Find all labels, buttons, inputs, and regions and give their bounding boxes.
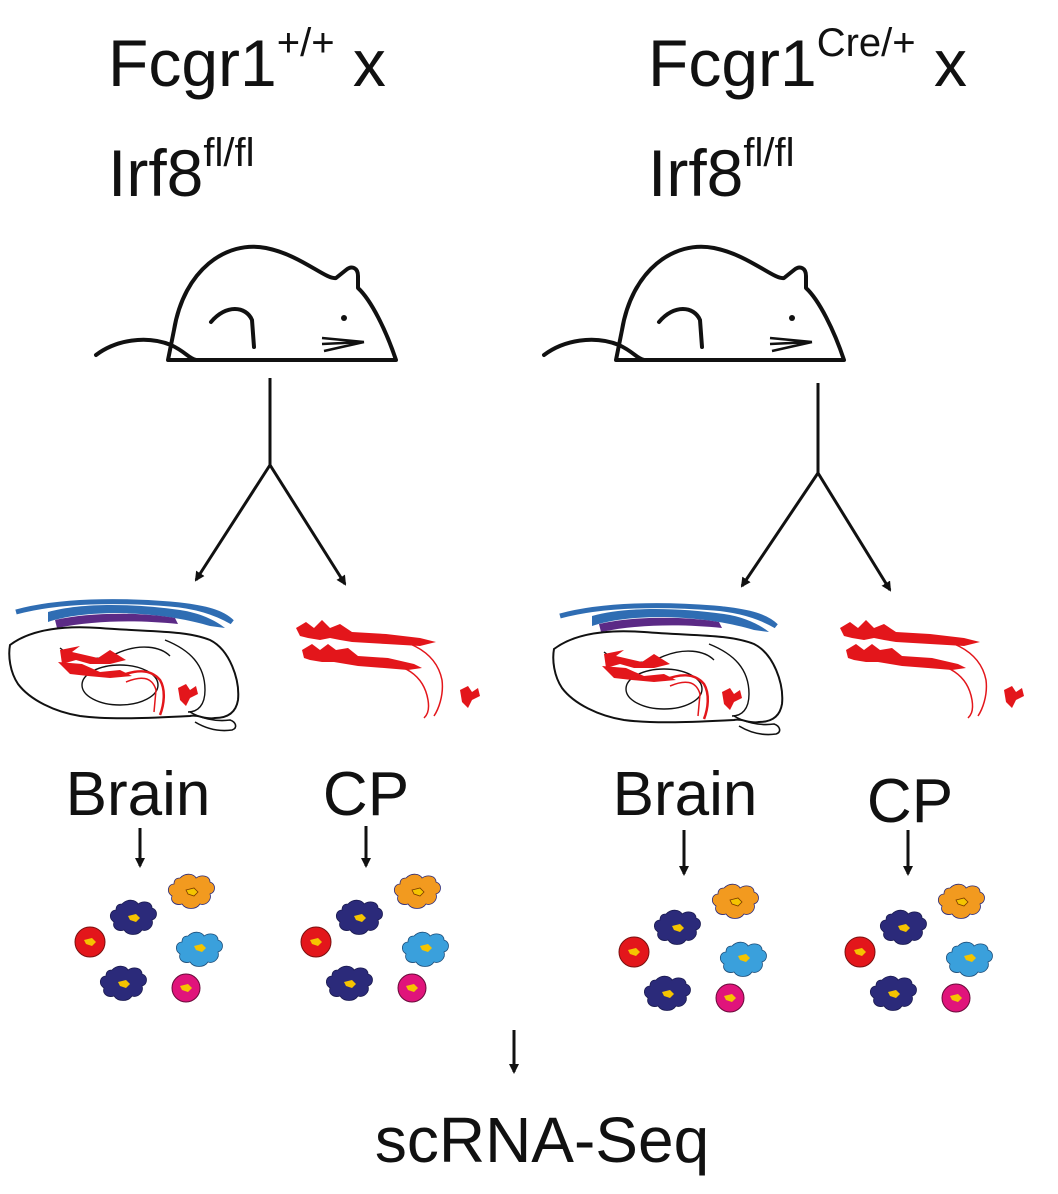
right-genotype-line1: Fcgr1Cre/+ x — [648, 21, 967, 100]
brain-section-icon — [553, 606, 782, 735]
right-genotype-line2: Irf8fl/fl — [648, 131, 794, 210]
brain-section-icon — [9, 602, 238, 731]
final-step-label: scRNA-Seq — [375, 1104, 709, 1176]
left-genotype-line2: Irf8fl/fl — [108, 131, 254, 210]
arrow-to-cp — [268, 464, 347, 586]
left-cp-label: CP — [323, 760, 409, 829]
left-cp-cells-icon — [300, 873, 449, 1003]
left-group: Fcgr1+/+ x Irf8fl/fl Brain CP — [9, 21, 481, 1003]
left-genotype-line1: Fcgr1+/+ x — [108, 21, 386, 100]
right-brain-cells-icon — [618, 883, 767, 1013]
arrow-to-brain — [740, 472, 820, 588]
mouse-icon — [94, 244, 398, 362]
right-cp-cells-icon — [844, 883, 993, 1013]
choroid-plexus-icon — [295, 619, 481, 719]
left-brain-label: Brain — [66, 760, 211, 829]
arrow-to-brain — [194, 464, 272, 582]
left-brain-cells-icon — [74, 873, 223, 1003]
choroid-plexus-icon — [839, 619, 1025, 719]
right-cp-label: CP — [867, 767, 953, 836]
right-group: Fcgr1Cre/+ x Irf8fl/fl Brain CP — [542, 21, 1025, 1013]
mouse-icon — [542, 244, 846, 362]
right-brain-label: Brain — [613, 760, 758, 829]
arrow-to-cp — [816, 472, 892, 592]
